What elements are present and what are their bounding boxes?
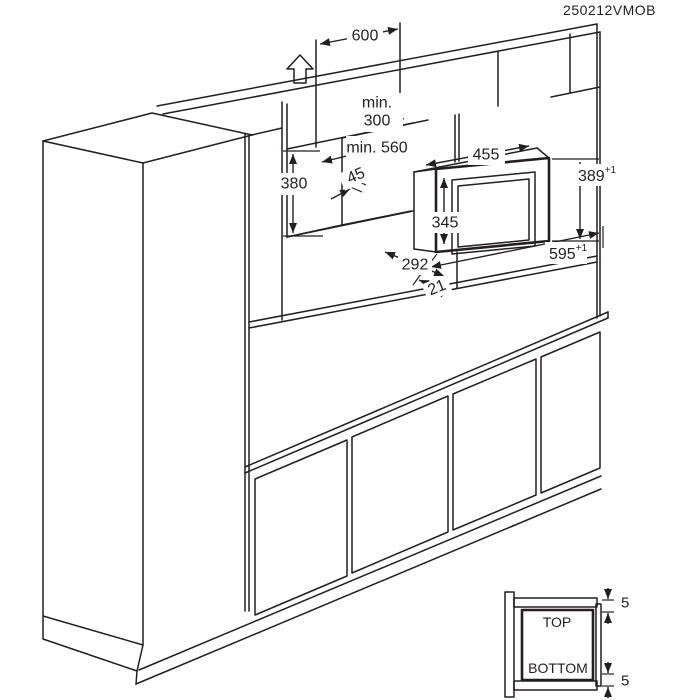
dimension-labels: 600 min. 300 min. 560 380 45 455 389+1 3… bbox=[277, 26, 617, 302]
microwave-door-window bbox=[451, 171, 536, 255]
dim-rail-size-label: 45 bbox=[344, 165, 367, 188]
inset-top-gap-label: 5 bbox=[621, 595, 629, 612]
dim-niche-depth-min-label-line2: 300 bbox=[364, 113, 391, 130]
inset-bottom-gap-label: 5 bbox=[621, 673, 629, 690]
dim-cabinet-width-label: 600 bbox=[352, 28, 379, 45]
dim-front-height-label: 389+1 bbox=[578, 165, 617, 185]
inset-bottom-label: BOTTOM bbox=[528, 660, 588, 676]
vent-direction-arrow bbox=[286, 54, 314, 84]
base-cabinets bbox=[135, 331, 602, 685]
dim-body-width-label: 455 bbox=[473, 147, 500, 164]
clearance-inset: TOP BOTTOM 5 5 bbox=[504, 588, 629, 698]
dim-body-height-label: 345 bbox=[432, 215, 459, 232]
dim-niche-depth-min-label-line1: min. bbox=[362, 95, 392, 112]
dim-front-width-label: 595+1 bbox=[549, 243, 588, 263]
dim-niche-width-min-label: min. 560 bbox=[346, 140, 407, 157]
tall-cabinet bbox=[42, 112, 253, 685]
second-column bbox=[244, 133, 250, 612]
up-arrow-icon bbox=[286, 54, 314, 84]
dim-niche-height-label: 380 bbox=[281, 176, 308, 193]
upper-cabinet-row bbox=[156, 22, 601, 319]
dim-front-overlap-label: 21 bbox=[426, 277, 449, 299]
dim-body-depth-label: 292 bbox=[402, 257, 429, 274]
inset-top-label: TOP bbox=[543, 614, 572, 630]
drawing-code: 250212VMOB bbox=[563, 2, 656, 18]
